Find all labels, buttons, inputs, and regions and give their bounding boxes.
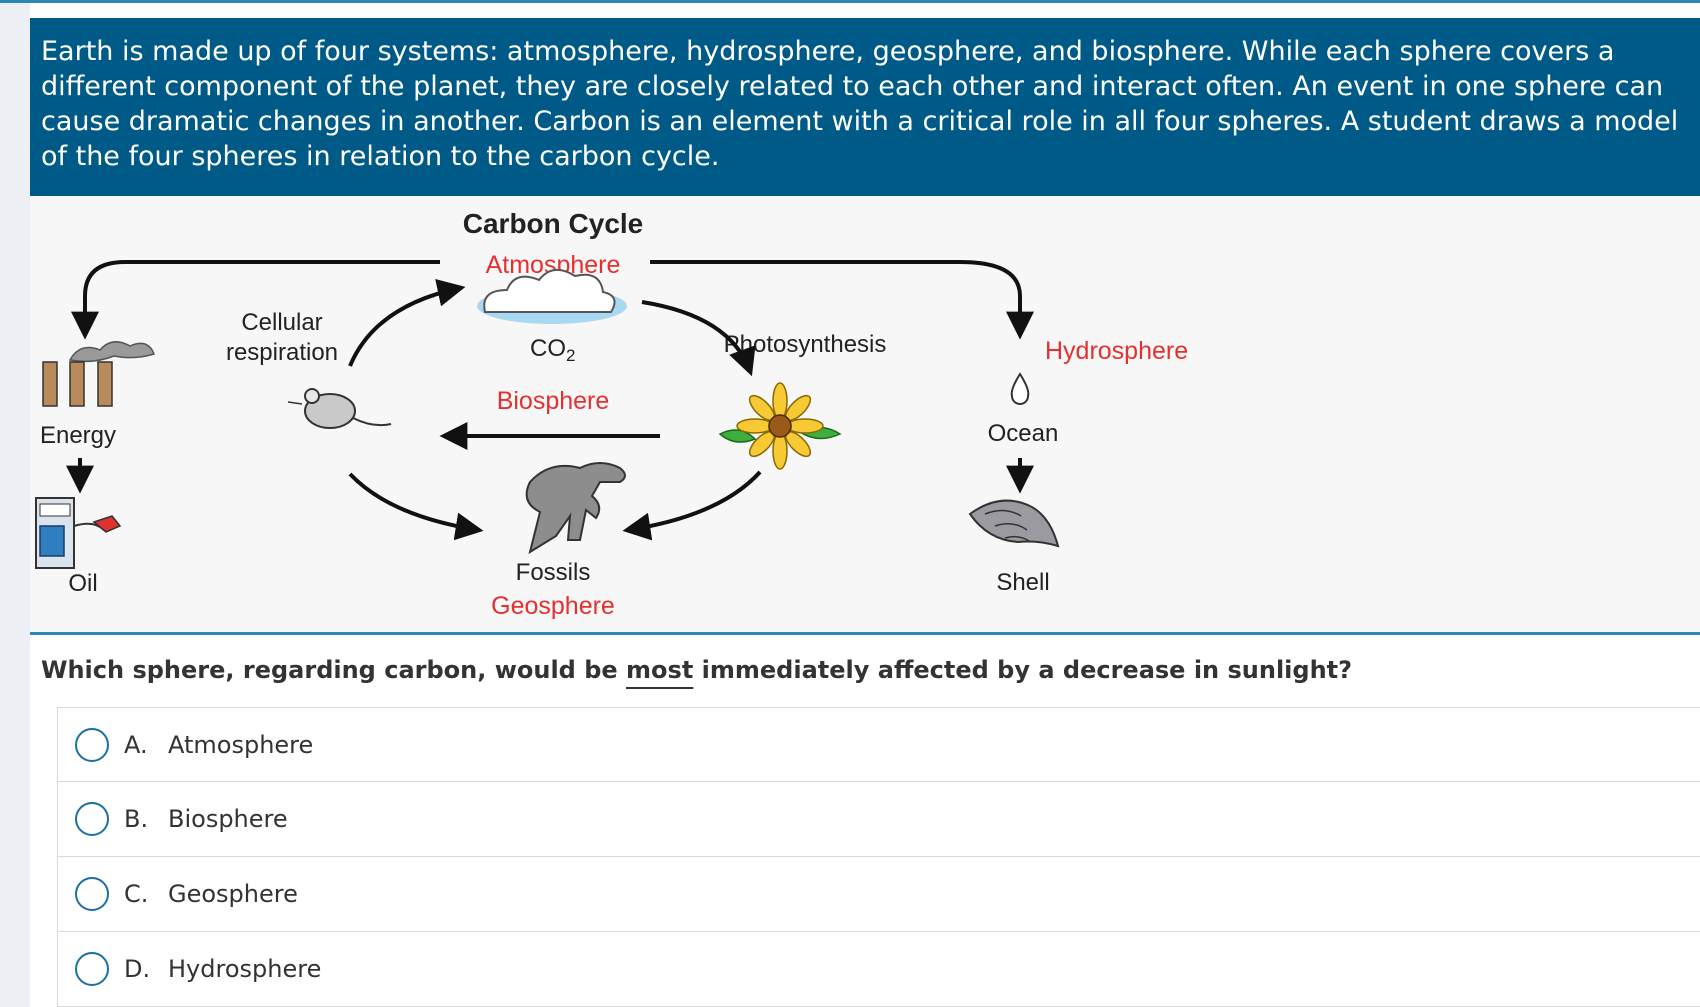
top-rule: [0, 0, 1700, 3]
arrow-respiration-to-atmosphere: [348, 278, 466, 367]
choice-c[interactable]: C. Geosphere: [57, 857, 1700, 932]
choice-letter: A.: [124, 730, 148, 759]
carbon-cycle-figure: Carbon Cycle Atmosphere CO2 Cellular res…: [30, 196, 1700, 632]
radio-button-a[interactable]: [75, 727, 109, 762]
arrow-atmosphere-to-energy: [71, 260, 440, 340]
label-fossils: Fossils: [516, 559, 591, 586]
label-biosphere: Biosphere: [497, 387, 610, 415]
label-respiration: respiration: [226, 339, 338, 366]
label-geosphere: Geosphere: [491, 592, 615, 620]
label-hydrosphere: Hydrosphere: [1045, 337, 1188, 365]
choice-letter: D.: [124, 955, 151, 983]
label-co2: CO2: [530, 335, 575, 365]
mouse-icon: [287, 388, 392, 429]
answer-choices: A. Atmosphere B. Biosphere C. Geosphere …: [57, 707, 1700, 1007]
gas-pump-icon: [35, 497, 122, 569]
arrow-animal-to-fossils: [348, 472, 484, 541]
radio-button-c[interactable]: [75, 877, 109, 911]
arrow-plant-to-fossils: [622, 470, 762, 541]
choice-letter: C.: [124, 880, 149, 908]
choice-a[interactable]: A. Atmosphere: [57, 707, 1700, 782]
flower-icon: [718, 382, 842, 470]
choice-label: Atmosphere: [168, 730, 314, 759]
question-text: Which sphere, regarding carbon, would be…: [41, 650, 1681, 690]
arrow-atmosphere-to-hydrosphere: [650, 260, 1034, 340]
choice-label: Geosphere: [168, 880, 298, 908]
cloud-icon: [477, 269, 627, 324]
question-after: immediately affected by a decrease in su…: [693, 656, 1353, 684]
diagram-title: Carbon Cycle: [463, 208, 644, 239]
label-cellular: Cellular: [241, 309, 322, 336]
label-ocean: Ocean: [988, 420, 1059, 447]
passage-text: Earth is made up of four systems: atmosp…: [41, 36, 1679, 172]
factory-icon: [42, 341, 155, 407]
radio-button-d[interactable]: [75, 952, 109, 986]
choice-d[interactable]: D. Hydrosphere: [57, 932, 1700, 1007]
question-before: Which sphere, regarding carbon, would be: [41, 656, 627, 684]
label-energy: Energy: [40, 422, 116, 449]
dinosaur-fossil-icon: [525, 462, 626, 555]
label-oil: Oil: [68, 570, 97, 597]
label-shell: Shell: [996, 569, 1049, 596]
carbon-cycle-diagram: Carbon Cycle Atmosphere CO2 Cellular res…: [35, 208, 1188, 620]
radio-button-b[interactable]: [75, 802, 109, 836]
label-photosynthesis: Photosynthesis: [724, 331, 887, 358]
question-emphasis: most: [626, 656, 694, 684]
droplet-icon: [1010, 372, 1030, 405]
arrow-atmosphere-to-plant: [641, 300, 756, 377]
seashell-icon: [968, 499, 1060, 548]
left-gutter: [0, 0, 30, 1007]
choice-b[interactable]: B. Biosphere: [57, 782, 1700, 857]
choice-label: Hydrosphere: [168, 955, 322, 983]
choice-letter: B.: [124, 805, 149, 833]
passage-panel: Earth is made up of four systems: atmosp…: [30, 18, 1700, 196]
choice-label: Biosphere: [168, 805, 288, 833]
figure-rule: [30, 632, 1700, 635]
